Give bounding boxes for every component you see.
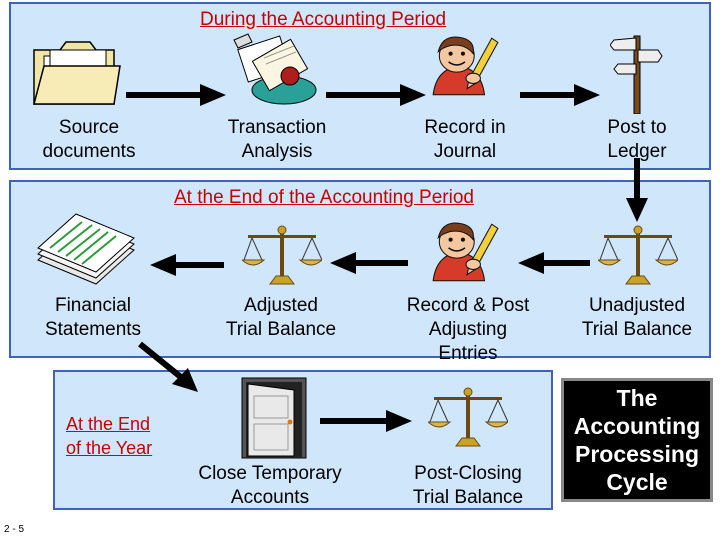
close-temporary-accounts-label: Close Temporary Accounts xyxy=(198,463,342,508)
bottom-heading: At the End of the Year xyxy=(66,414,153,458)
record-in-journal-label: Record in Journal xyxy=(424,117,506,162)
scale-icon xyxy=(598,225,678,285)
transaction-analysis-label: Transaction Analysis xyxy=(227,117,327,162)
middle-panel xyxy=(9,180,711,358)
financial-statements-label: Financial Statements xyxy=(44,295,142,340)
folder-icon xyxy=(33,41,121,105)
middle-heading: At the End of the Accounting Period xyxy=(174,187,474,208)
arrow-left-icon xyxy=(330,252,408,274)
adjusted-trial-balance-label: Adjusted Trial Balance xyxy=(225,295,337,340)
top-heading: During the Accounting Period xyxy=(200,9,447,30)
arrow-right-icon xyxy=(126,84,226,106)
arrow-right-icon xyxy=(520,84,600,106)
unadjusted-trial-balance-label: Unadjusted Trial Balance xyxy=(581,295,693,340)
arrow-right-icon xyxy=(326,84,426,106)
cycle-title: The Accounting Processing Cycle xyxy=(561,378,713,502)
arrow-left-icon xyxy=(150,254,224,276)
arrow-diagonal-icon xyxy=(138,341,198,392)
arrow-left-icon xyxy=(518,252,590,274)
top-panel xyxy=(9,2,711,170)
arrow-right-icon xyxy=(320,410,412,432)
post-closing-trial-balance-label: Post-Closing Trial Balance xyxy=(412,463,524,508)
scale-icon xyxy=(428,387,508,447)
slide-number: 2 - 5 xyxy=(4,524,25,535)
post-to-ledger-label: Post to Ledger xyxy=(607,117,667,162)
door-icon xyxy=(241,377,307,459)
writer-icon xyxy=(432,36,499,96)
source-documents-label: Source documents xyxy=(42,117,136,162)
signpost-icon xyxy=(610,35,663,114)
arrow-down-icon xyxy=(626,158,648,222)
documents-icon xyxy=(233,33,317,105)
record-post-adjusting-label: Record & Post Adjusting Entries xyxy=(406,295,530,364)
writer-icon xyxy=(432,222,499,282)
scale-icon xyxy=(242,225,322,285)
report-stack-icon xyxy=(37,213,135,285)
